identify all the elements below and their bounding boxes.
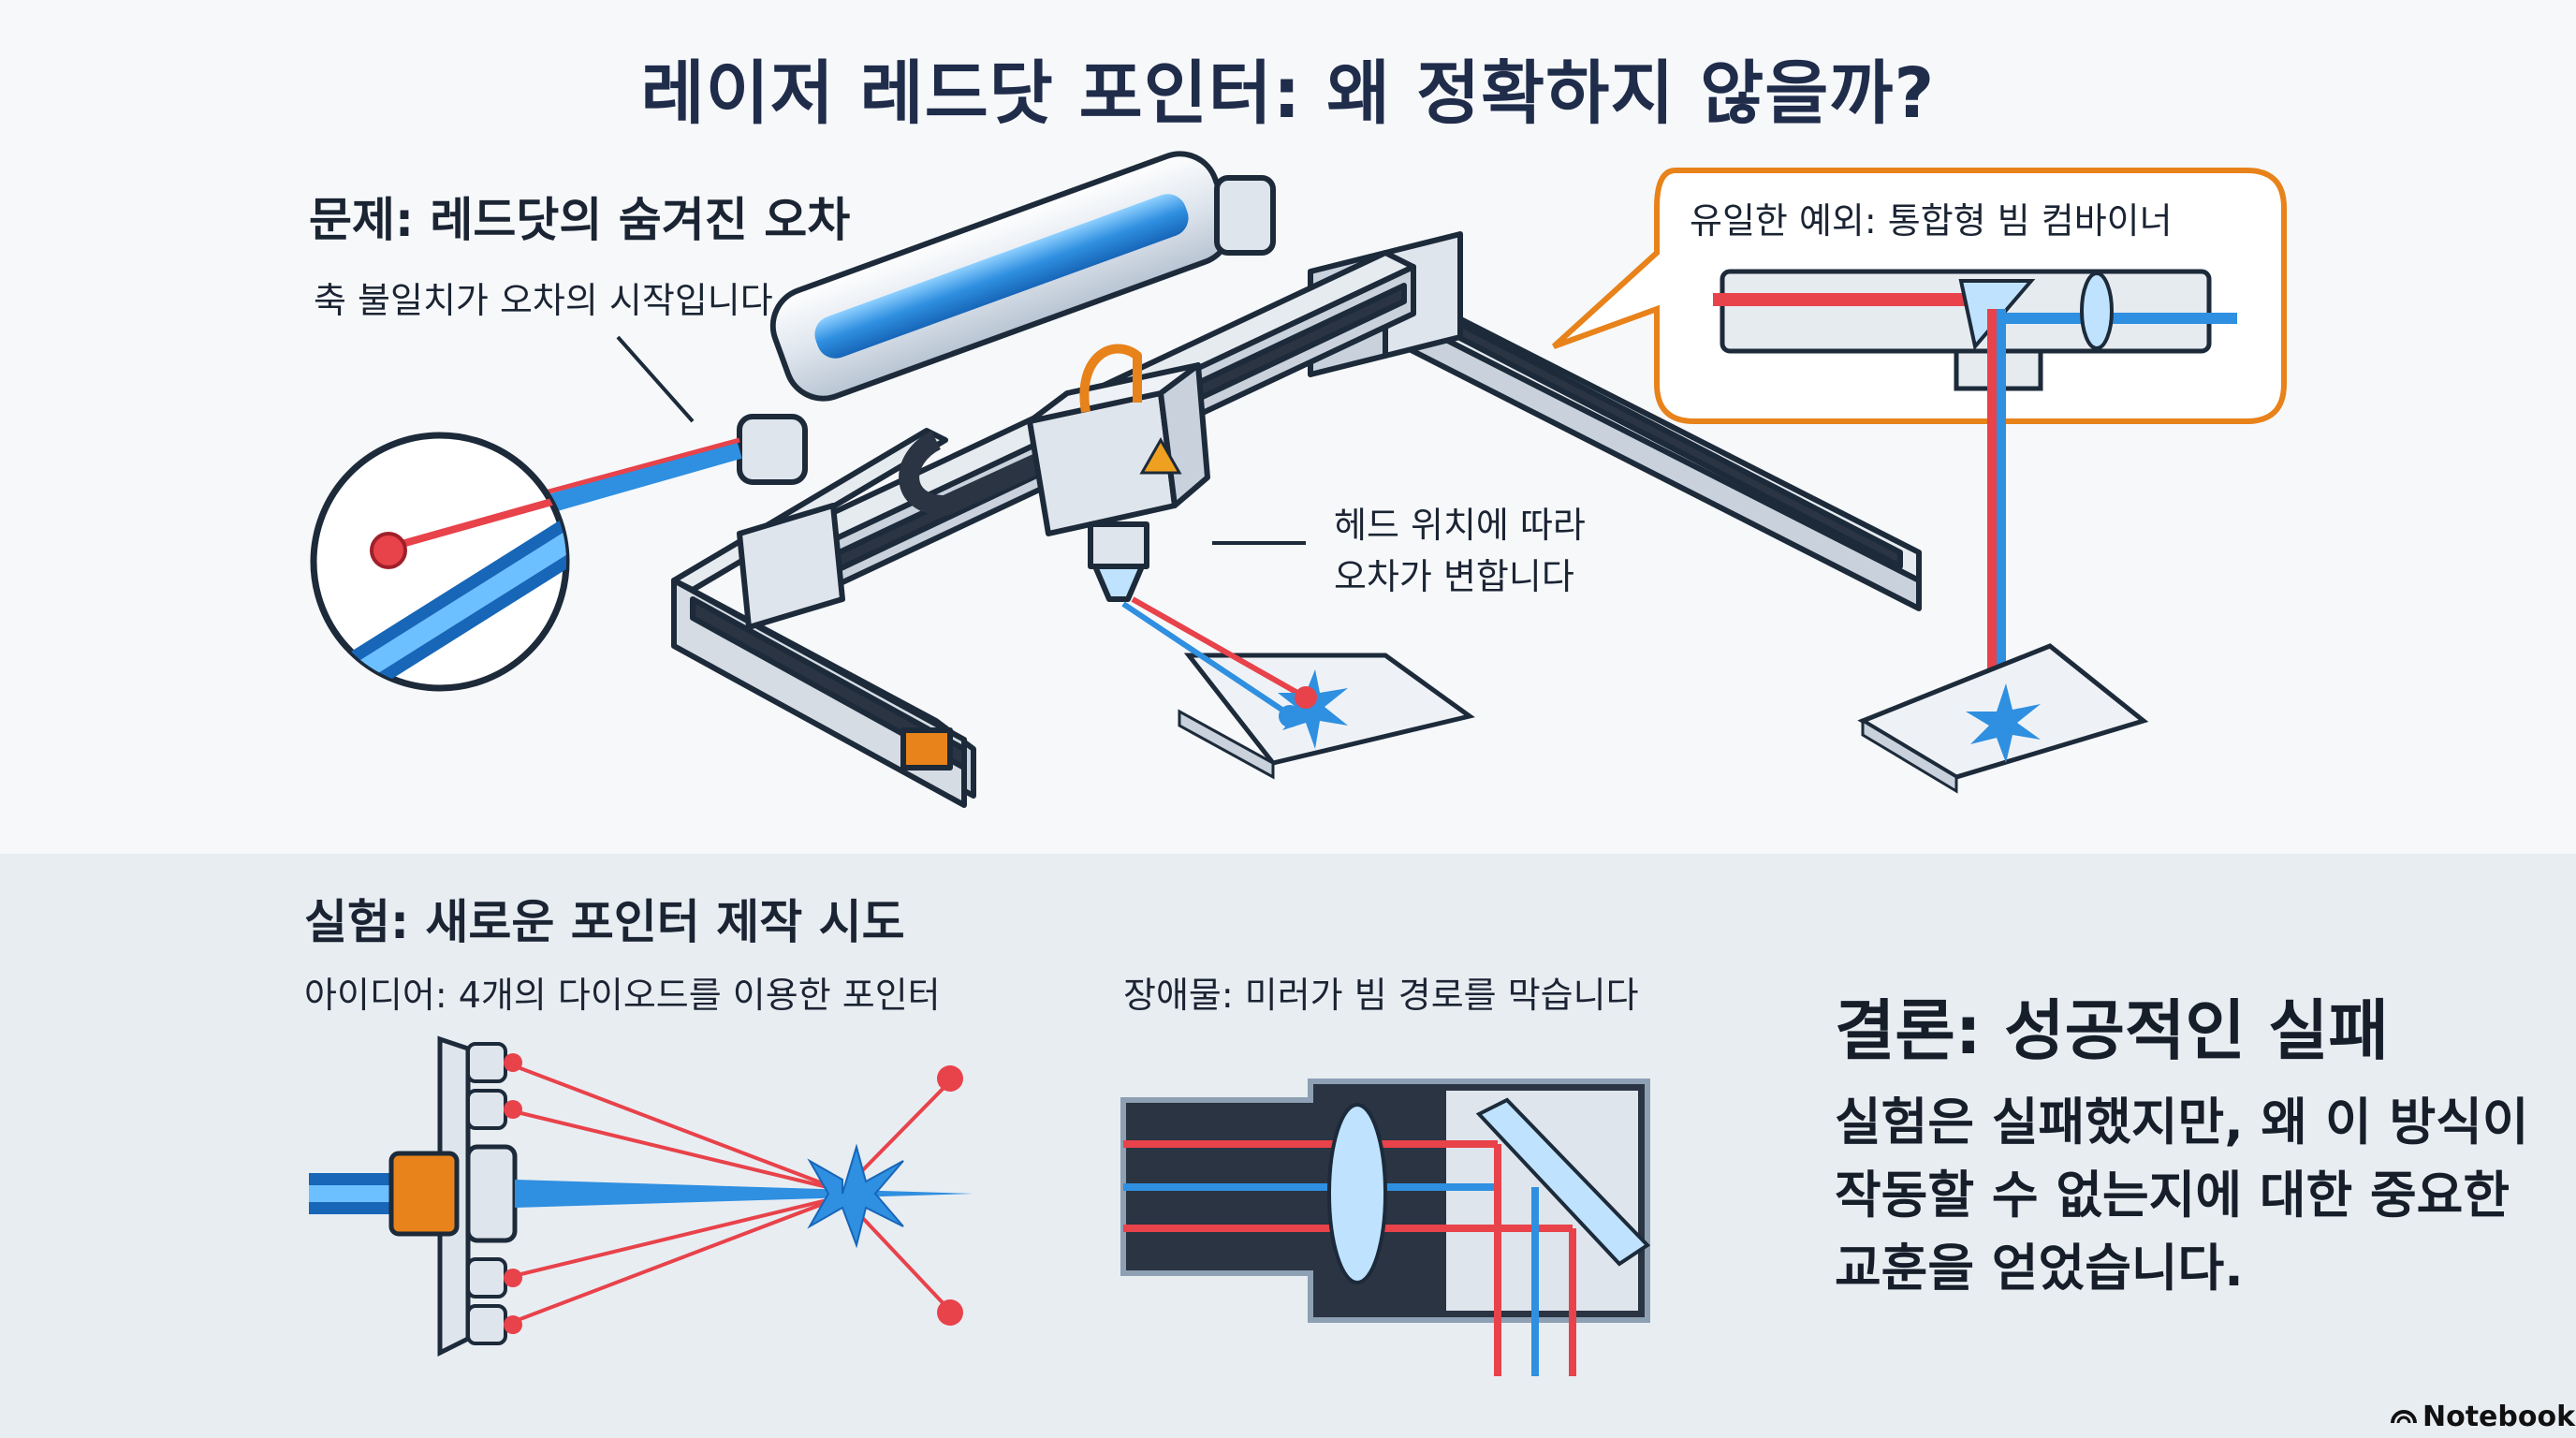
starburst-icon (1278, 669, 1348, 749)
head-callout-line1: 헤드 위치에 따라 (1334, 505, 1586, 546)
tube-nozzle (737, 414, 808, 485)
exception-heading: 유일한 예외: 통합형 빔 컴바이너 (1690, 200, 2173, 242)
four-diode-illustration (309, 1035, 973, 1357)
beam-combiner-callout (1551, 168, 2287, 688)
obstacle-label: 장애물: 미러가 빔 경로를 막습니다 (1123, 975, 1639, 1016)
conclusion-heading: 결론: 성공적인 실패 (1835, 992, 2389, 1069)
magnifier-circle (310, 432, 570, 692)
idea-label: 아이디어: 4개의 다이오드를 이용한 포인터 (304, 975, 941, 1016)
problem-heading: 문제: 레드닷의 숨겨진 오차 (309, 193, 851, 247)
laser-gantry-machine (671, 151, 1922, 808)
tube-end-cap (1214, 175, 1276, 256)
page-title: 레이저 레드닷 포인터: 왜 정확하지 않을까? (640, 53, 1936, 134)
starburst-icon (807, 1143, 904, 1249)
head-nozzle (1092, 564, 1145, 602)
experiment-heading: 실험: 새로운 포인터 제작 시도 (304, 895, 905, 949)
warning-triangle-icon (1139, 436, 1182, 475)
obstacle-mirror (1475, 1097, 1651, 1267)
cable-chain (899, 393, 1175, 516)
work-plate-right (1857, 643, 2149, 794)
head-callout-line2: 오차가 변합니다 (1334, 556, 1574, 597)
diode-2 (466, 1089, 507, 1130)
diode-1 (466, 1042, 507, 1083)
brand-label: NotebookLM (2422, 1401, 2576, 1433)
axis-callout-leader (616, 335, 695, 423)
work-plate-left (1121, 596, 1475, 780)
orange-indicator (900, 727, 953, 770)
obstacle-lens (1327, 1103, 1387, 1284)
mirror-obstacle-illustration (1120, 1078, 1651, 1376)
red-dot-marker (370, 532, 407, 569)
axis-callout-label: 축 불일치가 오차의 시작입니다 (314, 280, 773, 321)
left-carriage (737, 503, 845, 630)
diode-4 (466, 1304, 507, 1345)
combiner-lens (2080, 271, 2114, 350)
diode-3 (466, 1257, 507, 1299)
notebooklm-logo-icon (2391, 1410, 2417, 1424)
conclusion-body: 실험은 실패했지만, 왜 이 방식이 작동할 수 없는지에 대한 중요한 교훈을… (1835, 1093, 2529, 1298)
